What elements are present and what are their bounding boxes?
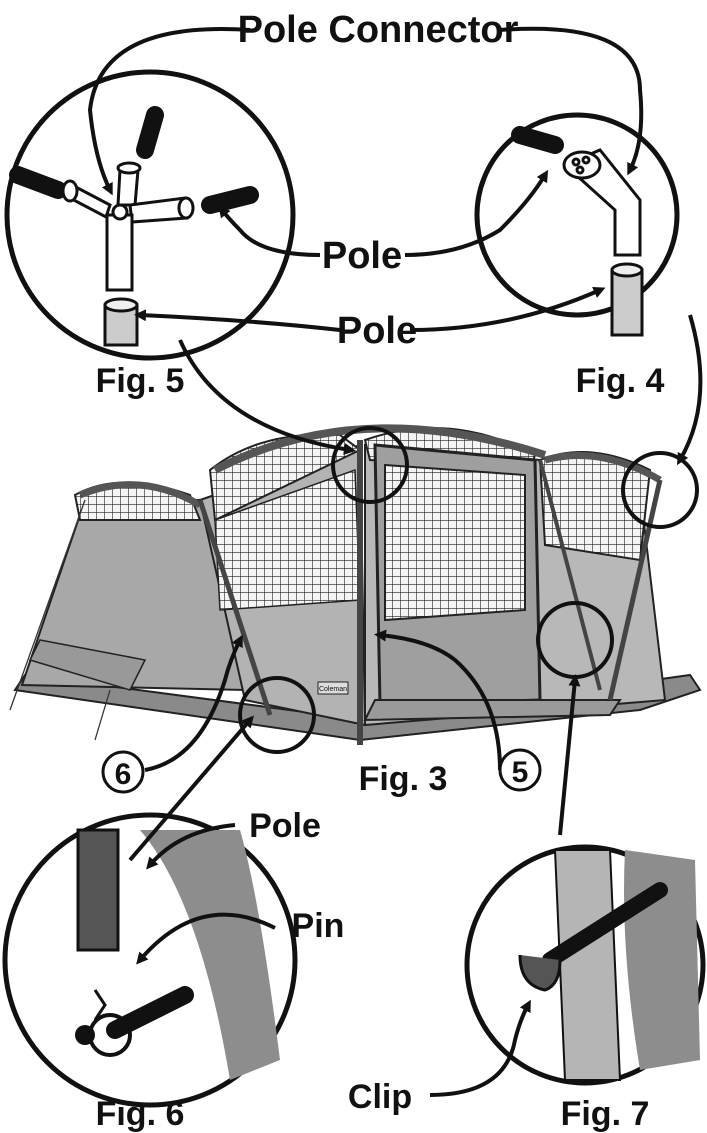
fig7-detail [464, 844, 706, 1086]
fig4-detail [474, 112, 680, 337]
detail-circle-fig5 [331, 426, 409, 504]
leader-lines [87, 26, 703, 1097]
fig5-caption: Fig. 5 [96, 362, 185, 400]
label-pole-fig6: Pole [249, 807, 321, 845]
label-pole-fig5: Pole [322, 235, 402, 277]
fig6-detail [2, 812, 298, 1108]
label-pole-bottom: Pole [337, 310, 417, 352]
brand-tag: Coleman [319, 686, 347, 693]
detail-circle-fig6 [238, 676, 316, 754]
fig3-caption: Fig. 3 [359, 760, 448, 798]
callout-6-label: 6 [115, 758, 132, 791]
tent-illustration: Coleman [9, 424, 702, 745]
callout-6: 6 [101, 750, 145, 794]
label-clip: Clip [348, 1078, 412, 1116]
callout-5-label: 5 [512, 756, 529, 789]
fig7-caption: Fig. 7 [561, 1095, 650, 1133]
elbow-connector [562, 148, 642, 257]
callout-5: 5 [498, 748, 542, 792]
pole-connector-hub [61, 161, 195, 292]
detail-circle-fig4 [621, 451, 699, 529]
fig6-caption: Fig. 6 [96, 1095, 185, 1133]
label-pin: Pin [292, 907, 345, 945]
fig5-detail [4, 69, 296, 361]
fig4-caption: Fig. 4 [576, 362, 665, 400]
label-pole-connector: Pole Connector [238, 9, 519, 51]
